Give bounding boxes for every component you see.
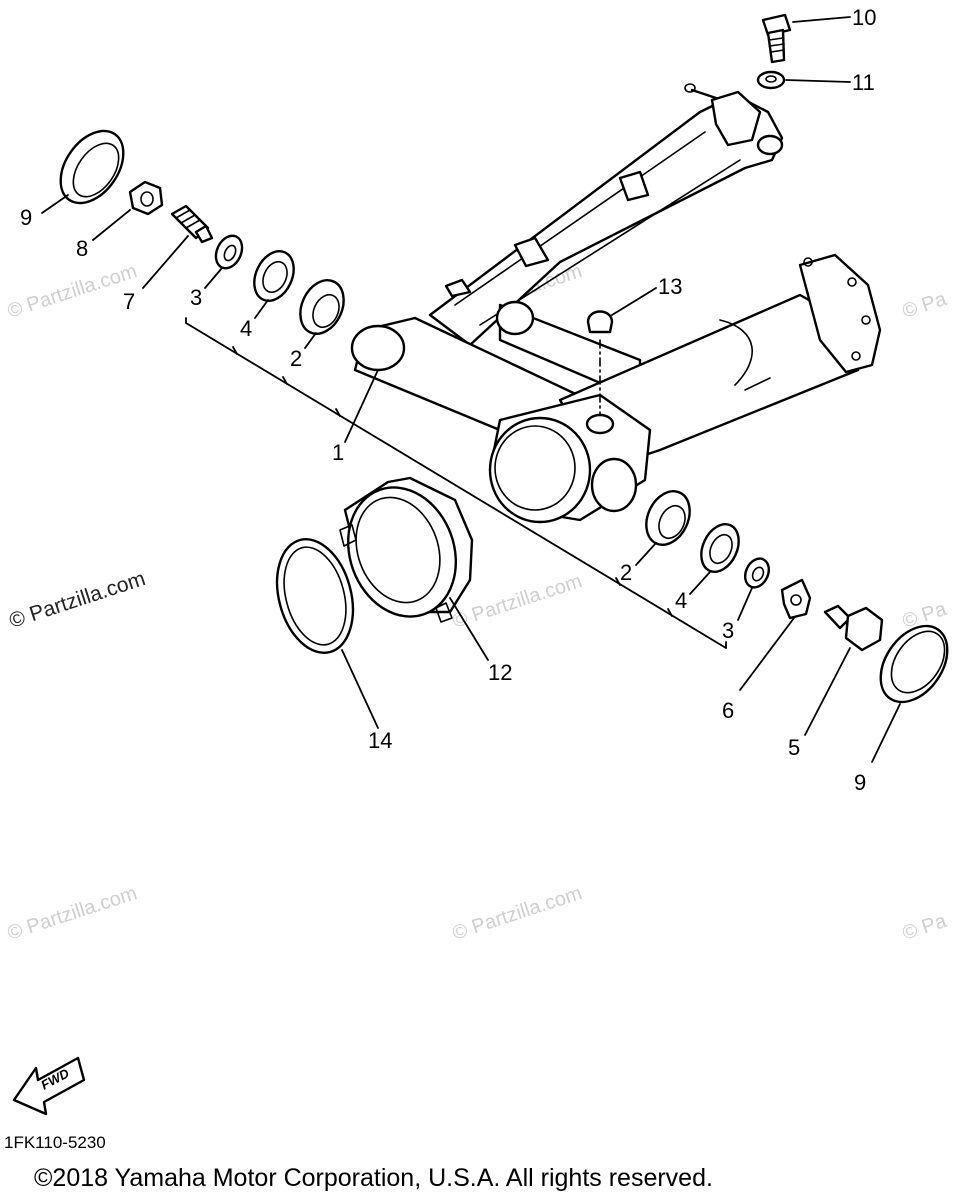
callout-2-right: 2	[620, 560, 632, 585]
bearing-2-left	[299, 279, 345, 335]
seal-4-right-inner	[709, 533, 733, 565]
collar-3-left-hole	[223, 244, 237, 262]
collar-3-left	[214, 234, 244, 270]
seal-4-right	[700, 523, 740, 573]
seal-4-left	[253, 250, 295, 302]
watermark: © Partzilla.com	[5, 882, 140, 945]
washer-11	[756, 70, 786, 90]
callout-11: 11	[852, 70, 875, 95]
bearing-2-right	[645, 490, 691, 546]
fwd-arrow-icon: FWD	[12, 1056, 86, 1116]
seal-4-left-inner	[262, 260, 288, 294]
housing-12	[339, 476, 474, 623]
diagram-code: 1FK110-5230	[4, 1133, 106, 1152]
cap-9-right	[879, 624, 949, 704]
watermark: © Partzilla.com	[450, 882, 585, 945]
callout-12: 12	[488, 660, 512, 685]
cap-9-right-inner	[890, 630, 946, 694]
washer-11-hole	[765, 75, 777, 83]
callout-6: 6	[722, 698, 734, 723]
callout-9-right: 9	[854, 770, 866, 795]
callout-4-left: 4	[240, 316, 252, 341]
watermark: © Pa	[900, 288, 950, 323]
callout-10: 10	[852, 5, 876, 30]
cap-9-left	[59, 129, 125, 205]
bolt-10	[761, 13, 792, 64]
watermark-dark: © Partzilla.com	[6, 567, 148, 633]
callout-13: 13	[658, 274, 682, 299]
assembly-lines	[185, 317, 727, 649]
callout-8: 8	[76, 236, 88, 261]
bearing-2-left-inner	[312, 293, 340, 329]
lockwasher-6	[780, 578, 812, 620]
callout-14: 14	[368, 728, 392, 753]
callout-5: 5	[788, 735, 800, 760]
gasket-14-inner	[283, 546, 347, 646]
pivot-shaft-7	[170, 204, 214, 244]
cap-13	[586, 310, 614, 334]
callout-4-right: 4	[675, 588, 687, 613]
collar-3-right	[743, 557, 771, 589]
pivot-bolt-5	[823, 604, 884, 652]
callout-2-left: 2	[290, 346, 302, 371]
callout-1: 1	[332, 440, 344, 465]
swingarm	[350, 83, 882, 524]
copyright: ©2018 Yamaha Motor Corporation, U.S.A. A…	[34, 1164, 713, 1192]
callout-9-left: 9	[20, 205, 32, 230]
watermark: © Pa	[900, 910, 950, 945]
nut-8-hole	[140, 191, 154, 207]
watermark: © Partzilla.com	[5, 260, 140, 323]
callout-3-right: 3	[722, 618, 734, 643]
lockwasher-6-hole	[790, 594, 802, 606]
bearing-2-right-inner	[658, 504, 686, 540]
callouts: 10 11 13 9 8 7 3 4 2 1 2 4 3 6 5 9 12 14	[20, 5, 876, 795]
callout-3-left: 3	[190, 285, 202, 310]
leader-lines	[41, 16, 901, 763]
callout-7: 7	[123, 289, 135, 314]
collar-3-right-hole	[751, 566, 765, 582]
nut-8	[128, 180, 164, 216]
